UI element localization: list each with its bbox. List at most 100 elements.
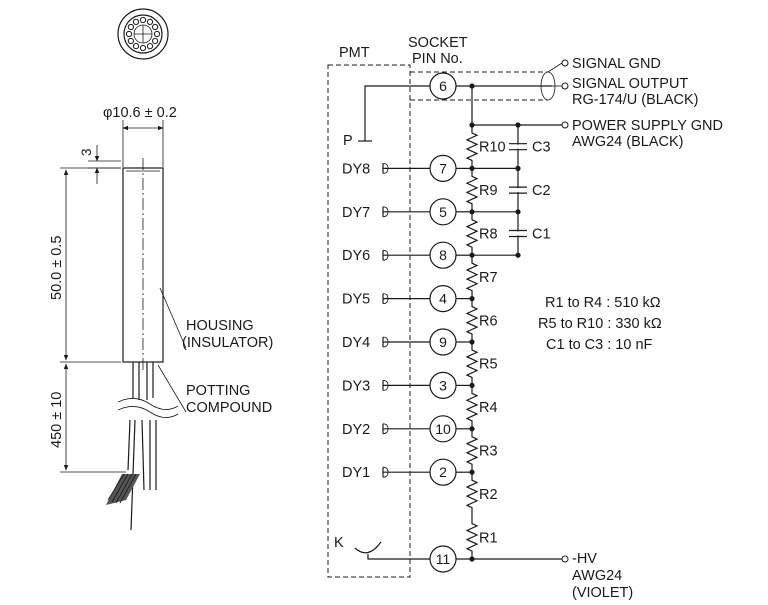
resistor-label: R8: [479, 227, 498, 243]
dynode-label: DY2: [342, 422, 370, 438]
potting-callout: POTTING COMPOUND: [157, 364, 272, 416]
spec-c1-c3: C1 to C3 : 10 nF: [546, 337, 653, 353]
cap-dimension: 3: [79, 145, 121, 184]
hv-label: -HV: [572, 551, 597, 567]
pin-number: 7: [439, 160, 447, 176]
resistor-r1: [465, 515, 479, 559]
spec-r1-r4: R1 to R4 : 510 kΩ: [545, 295, 661, 311]
pmt-body: [122, 158, 164, 370]
housing-label: HOUSING: [186, 318, 254, 334]
socket-pin-hole: [132, 43, 140, 50]
pin-number: 4: [439, 291, 447, 307]
resistor-label: R5: [479, 357, 498, 373]
resistor-r6: [465, 298, 479, 342]
potting-label: POTTING: [186, 383, 250, 399]
body-length-label: 50.0 ± 0.5: [49, 236, 65, 300]
resistor-r10: [465, 125, 479, 169]
pin-number: 8: [439, 247, 447, 263]
anode: P 6: [343, 72, 552, 149]
socket-pin-hole: [146, 43, 154, 50]
spec-r5-r10: R5 to R10 : 330 kΩ: [538, 316, 662, 332]
resistor-label: R1: [479, 530, 498, 546]
dynode-dy2: DY2 10: [342, 415, 475, 443]
dynode-label: DY4: [342, 335, 370, 351]
pmt-boundary: [327, 64, 411, 578]
lead-length-dimension: 450 ± 10: [49, 363, 126, 473]
pin-number: 3: [439, 377, 447, 393]
pmt-label: PMT: [339, 45, 370, 61]
resistor-r9: [465, 168, 479, 212]
resistor-label: R2: [479, 487, 498, 503]
socket-pin-hole: [127, 37, 134, 45]
diameter-dimension: φ10.6 ± 0.2: [103, 105, 177, 167]
k-label: K: [334, 535, 344, 551]
insulator-label: (INSULATOR): [182, 335, 273, 351]
resistor-label: R7: [479, 270, 498, 286]
socket-pin-hole: [139, 16, 147, 24]
signal-cable-label: RG-174/U (BLACK): [572, 92, 699, 108]
resistor-label: R6: [479, 313, 498, 329]
dynode-label: DY8: [342, 161, 370, 177]
capacitor-label: C3: [532, 140, 551, 156]
dynode-label: DY5: [342, 292, 370, 308]
signal-output-label: SIGNAL OUTPUT: [572, 76, 688, 92]
ps-gnd-label: POWER SUPPLY GND: [572, 118, 723, 134]
socket-pin-hole: [153, 30, 161, 38]
resistor-r2: [465, 472, 479, 516]
dynode-label: DY7: [342, 205, 370, 221]
capacitor-label: C1: [532, 227, 551, 243]
socket-pin-hole: [125, 30, 133, 38]
dynode-dy6: DY6 8: [342, 241, 475, 269]
lead-wires: [106, 362, 179, 531]
pin-no-label: PIN No.: [412, 51, 463, 67]
dynode-dy1: DY1 2: [342, 458, 475, 486]
pin-number: 10: [435, 421, 451, 437]
ps-gnd-wire-label: AWG24 (BLACK): [572, 134, 683, 150]
socket-pin-hole: [146, 18, 154, 25]
pin-number: 2: [439, 464, 447, 480]
socket-pin-hole: [139, 44, 147, 52]
svg-text:11: 11: [436, 551, 451, 567]
pin-number: 9: [439, 334, 447, 350]
dynode-dy4: DY4 9: [342, 328, 475, 356]
pin-number: 5: [439, 204, 447, 220]
socket-end-view: [117, 8, 169, 60]
resistor-label: R4: [479, 400, 498, 416]
housing-callout: HOUSING (INSULATOR): [159, 287, 273, 351]
dynode-label: DY6: [342, 248, 370, 264]
resistor-r8: [465, 211, 479, 256]
socket-pin-hole: [152, 37, 159, 45]
hv-wire-label: AWG24: [572, 568, 622, 584]
dynode-dy7: DY7 5: [342, 198, 475, 226]
lead-length-label: 450 ± 10: [49, 392, 65, 448]
socket-label: SOCKET: [408, 35, 468, 51]
resistor-label: R3: [479, 444, 498, 460]
socket-pin-hole: [152, 23, 159, 31]
socket-pin-hole: [127, 23, 134, 31]
component-specs: R1 to R4 : 510 kΩ R5 to R10 : 330 kΩ C1 …: [538, 295, 662, 353]
dynode-dy5: DY5 4: [342, 285, 475, 313]
resistor-label: R9: [479, 183, 498, 199]
cathode: K 11 -HV AWG24 (VIOLET): [334, 535, 633, 601]
dynode-dy3: DY3 3: [342, 371, 475, 399]
capacitor-label: C2: [532, 183, 551, 199]
body-length-dimension: 50.0 ± 0.5: [49, 167, 121, 363]
diameter-label: φ10.6 ± 0.2: [103, 105, 177, 121]
resistor-r5: [465, 342, 479, 386]
ps-ground: POWER SUPPLY GND AWG24 (BLACK): [472, 118, 723, 150]
dynode-label: DY3: [342, 378, 370, 394]
resistor-r4: [465, 385, 479, 429]
coax-shield: SIGNAL GND SIGNAL OUTPUT RG-174/U (BLACK…: [410, 56, 699, 108]
signal-gnd-label: SIGNAL GND: [572, 56, 661, 72]
socket-pin-hole: [132, 18, 140, 25]
resistor-label: R10: [479, 140, 506, 156]
dynode-label: DY1: [342, 465, 370, 481]
compound-label: COMPOUND: [186, 400, 272, 416]
dynode-dy8: DY8 7: [342, 154, 475, 182]
p-label: P: [343, 133, 353, 149]
hv-color-label: (VIOLET): [572, 585, 633, 601]
